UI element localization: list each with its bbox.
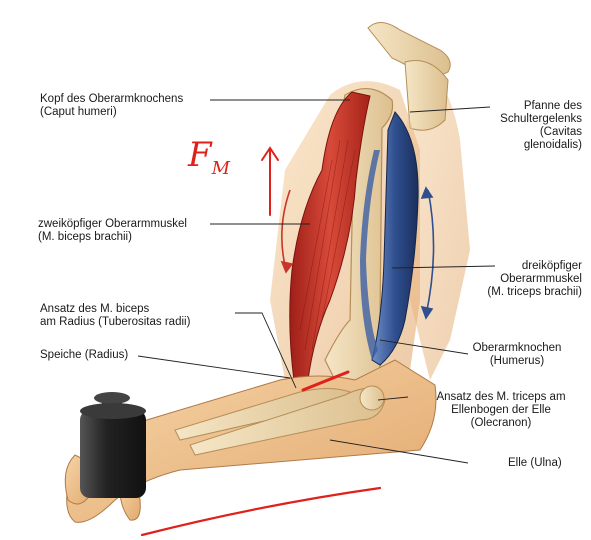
label-line: (Humerus) [462,355,572,368]
label-oberarmknochen: Oberarmknochen (Humerus) [462,342,572,368]
label-ansatz-triceps: Ansatz des M. triceps am Ellenbogen der … [420,391,582,430]
lever-underline [142,488,380,535]
label-line: Pfanne des [478,100,582,113]
label-line: Oberarmknochen [462,342,572,355]
label-speiche: Speiche (Radius) [40,349,128,362]
force-label-fm: FM [188,135,230,179]
label-line: (M. biceps brachii) [38,231,187,244]
force-letter: F [188,135,212,175]
label-line: Ansatz des M. biceps [40,303,190,316]
label-line: Schultergelenks [478,113,582,126]
label-pfanne-des-schultergelenks: Pfanne des Schultergelenks (Cavitas glen… [478,100,582,152]
dumbbell-weight [80,392,146,498]
label-line: zweiköpfiger Oberarmmuskel [38,218,187,231]
label-line: (Caput humeri) [40,106,183,119]
label-line: Elle (Ulna) [508,457,562,470]
force-arrow [262,148,278,215]
label-biceps: zweiköpfiger Oberarmmuskel (M. biceps br… [38,218,187,244]
label-line: Ellenbogen der Elle [420,404,582,417]
label-line: Kopf des Oberarmknochens [40,93,183,106]
label-line: am Radius (Tuberositas radii) [40,316,190,329]
label-ansatz-biceps: Ansatz des M. biceps am Radius (Tuberosi… [40,303,190,329]
force-subscript: M [212,158,230,179]
label-elle: Elle (Ulna) [508,457,562,470]
label-line: Ansatz des M. triceps am [420,391,582,404]
label-line: Oberarmmuskel [460,273,582,286]
label-line: (Olecranon) [420,417,582,430]
label-line: (M. triceps brachii) [460,286,582,299]
olecranon [360,386,384,410]
label-triceps: dreiköpfiger Oberarmmuskel (M. triceps b… [460,260,582,299]
label-line: dreiköpfiger [460,260,582,273]
label-line: glenoidalis) [478,139,582,152]
label-line: Speiche (Radius) [40,349,128,362]
label-line: (Cavitas [478,126,582,139]
label-kopf-des-oberarmknochens: Kopf des Oberarmknochens (Caput humeri) [40,93,183,119]
